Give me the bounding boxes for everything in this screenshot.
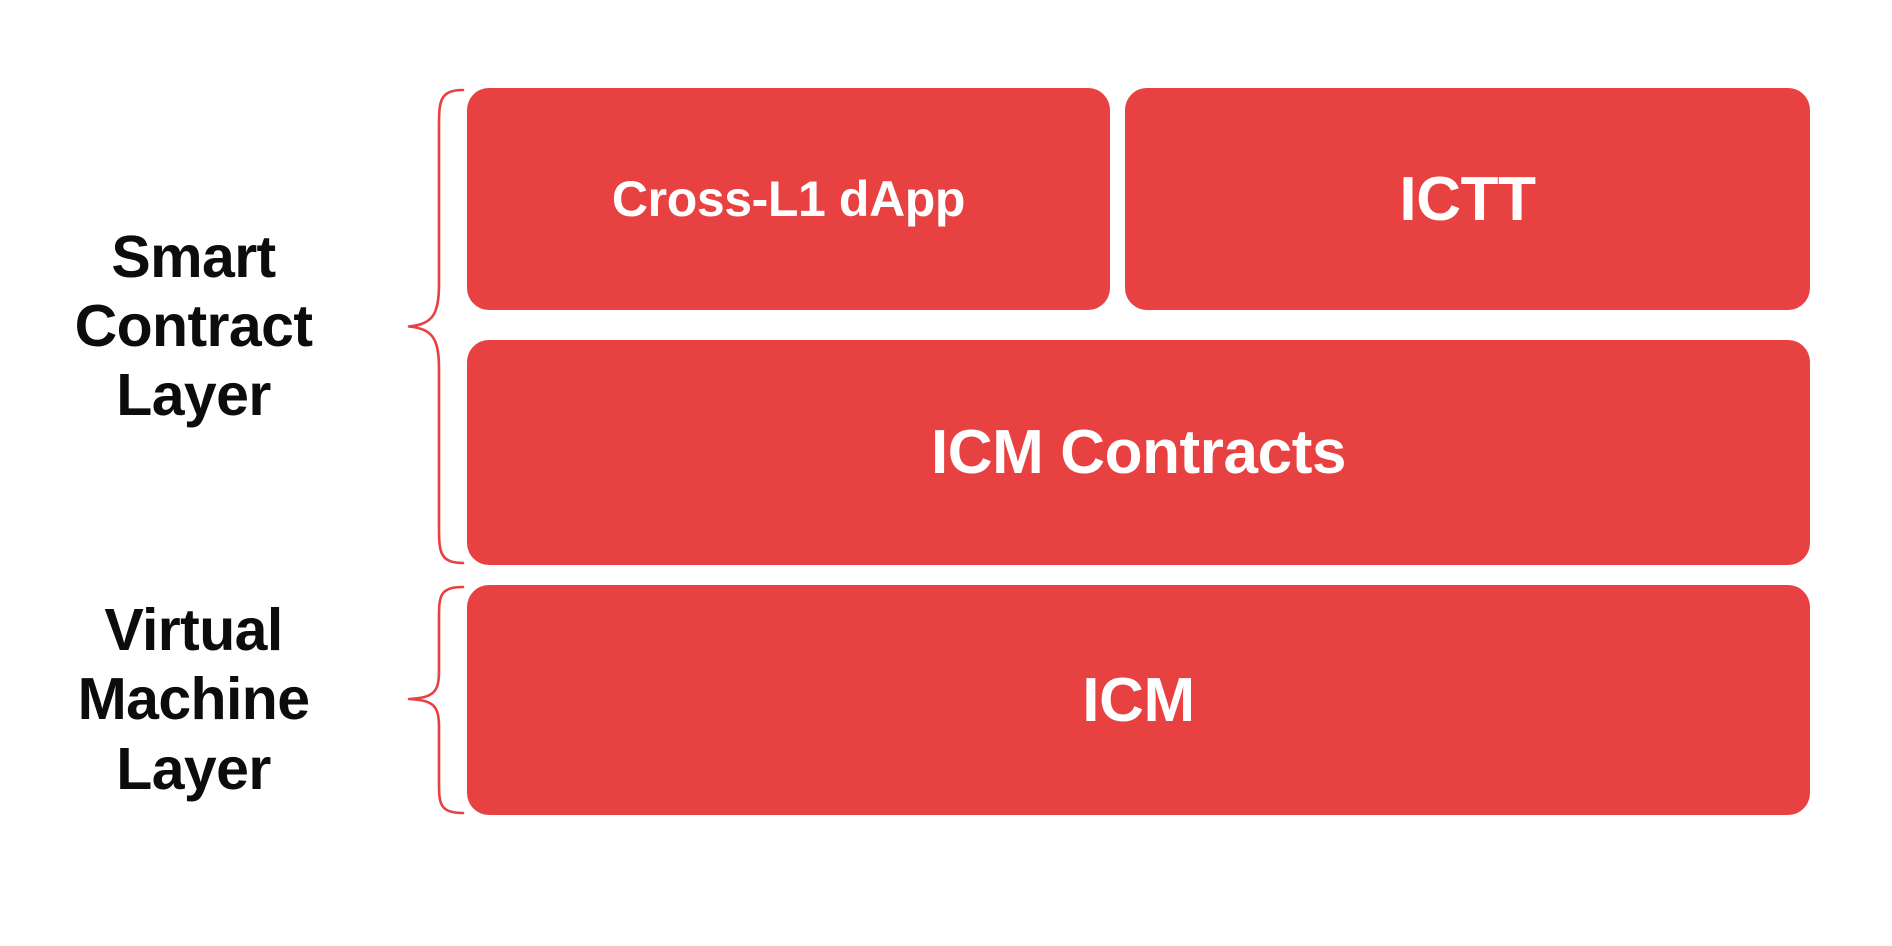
layer-group-smart-contract: Smart Contract Layer Cross-L1 dApp ICTT … [0,88,1810,565]
card-row-apps: Cross-L1 dApp ICTT [467,88,1810,310]
card-label-icm: ICM [1082,665,1195,735]
layer-label-virtual-machine: Virtual Machine Layer [0,585,405,815]
cards-column-virtual-machine: ICM [467,585,1810,815]
card-row-icm: ICM [467,585,1810,815]
card-icm[interactable]: ICM [467,585,1810,815]
card-label-cross-l1-dapp: Cross-L1 dApp [611,171,966,227]
card-label-ictt: ICTT [1399,164,1536,234]
curly-brace-left-icon-smart-contract [405,88,467,565]
layer-group-virtual-machine: Virtual Machine Layer ICM [0,585,1810,815]
card-ictt[interactable]: ICTT [1125,88,1810,310]
layer-label-smart-contract: Smart Contract Layer [0,88,405,565]
cards-column-smart-contract: Cross-L1 dApp ICTT ICM Contracts [467,88,1810,565]
card-label-icm-contracts: ICM Contracts [930,418,1347,487]
curly-brace-left-icon-virtual-machine [405,585,467,815]
card-cross-l1-dapp[interactable]: Cross-L1 dApp [467,88,1110,310]
card-row-icm-contracts: ICM Contracts [467,340,1810,565]
layer-label-text-virtual-machine: Virtual Machine Layer [77,597,310,802]
layer-label-text-smart-contract: Smart Contract Layer [74,223,313,428]
card-icm-contracts[interactable]: ICM Contracts [467,340,1810,565]
